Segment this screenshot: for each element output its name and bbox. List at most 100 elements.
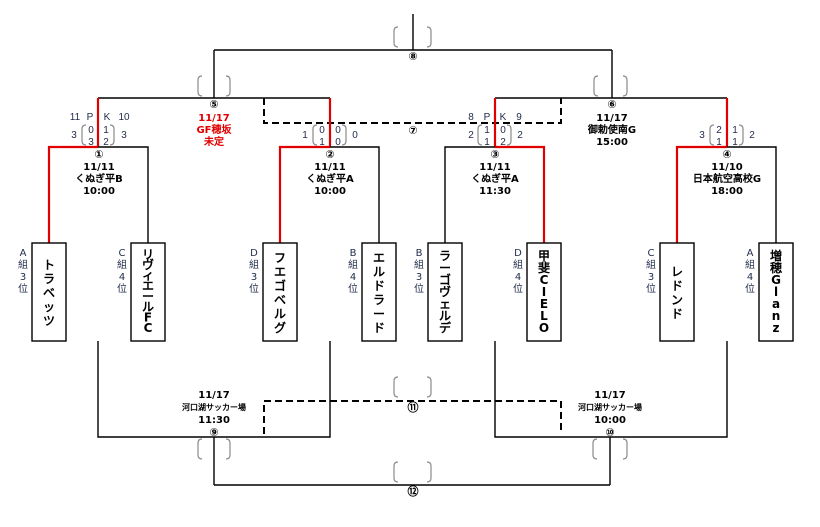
score-paren-left: [393, 26, 399, 48]
team-box: [526, 242, 562, 342]
group-rank-char: 組: [117, 258, 127, 271]
score-paren-right: [426, 376, 432, 398]
group-rank-char: 3: [648, 272, 654, 283]
team-name-char: ゴ: [439, 272, 451, 287]
score-paren-right: [738, 124, 744, 146]
match-number: ②: [325, 148, 334, 161]
match-venue: 河口湖サッカー場: [578, 402, 642, 412]
score-paren-right: [109, 124, 115, 146]
match-time: 10:00: [83, 186, 115, 197]
score-paren-left: [197, 75, 203, 97]
match-10: 11/17 河口湖サッカー場 10:00 ⑩: [494, 341, 728, 485]
match-number: ⑪: [408, 400, 419, 414]
match-venue: くぬぎ平A: [471, 172, 519, 185]
score-paren-right: [622, 75, 628, 97]
score-paren-right: [622, 438, 628, 460]
team-name-char: C: [540, 273, 549, 287]
group-rank-char: 組: [745, 258, 755, 271]
team-name-char: F: [144, 311, 152, 325]
match-6: ⑥ 11/17 御勅使南G 15:00: [493, 75, 729, 148]
total-right: 3: [121, 130, 127, 141]
match-12: ⑫: [214, 461, 610, 498]
group-rank-char: 位: [513, 282, 523, 295]
half1-right: 1: [732, 125, 738, 136]
match-number: ⑧: [408, 50, 417, 63]
match-number: ⑤: [209, 98, 218, 111]
team-name-char: ー: [373, 307, 385, 321]
team-name-char: リ: [142, 248, 154, 262]
team-box: [31, 242, 67, 342]
team-name-char: ド: [373, 321, 385, 335]
team-name-char: ド: [373, 279, 385, 293]
match-number: ⑨: [209, 426, 218, 439]
group-rank-char: C: [648, 248, 655, 259]
half2-right: 2: [500, 137, 506, 148]
half2-left: 1: [484, 137, 490, 148]
group-rank-char: 4: [119, 272, 125, 283]
match-date: 11/10: [711, 162, 743, 173]
half2-right: 2: [103, 137, 109, 148]
half2-right: 0: [335, 137, 341, 148]
team-box: [659, 242, 695, 342]
team-name-char: ー: [439, 261, 451, 275]
pk-label-p: P: [87, 112, 94, 123]
team-name-char: ゴ: [274, 278, 286, 293]
match-time: 11:30: [198, 415, 230, 426]
match-venue: 日本航空高校G: [693, 172, 761, 185]
match-time: 10:00: [594, 415, 626, 426]
match-venue: くぬぎ平A: [306, 172, 354, 185]
score-paren-right: [225, 75, 231, 97]
team-name-char: ヴ: [439, 284, 451, 299]
team-name-char: a: [772, 297, 780, 311]
group-rank-char: 位: [249, 282, 259, 295]
team-box: [130, 242, 166, 342]
group-rank-char: 位: [348, 282, 358, 295]
team-name-char: L: [540, 309, 548, 323]
group-rank-char: 組: [646, 258, 656, 271]
bracket-line-dashed: [263, 400, 562, 434]
match-1: 11 P K 10 3 0 3 1 2 3 ① 11/11 くぬぎ平B 10:0…: [47, 112, 149, 243]
group-rank-char: 位: [117, 282, 127, 295]
total-left: 3: [71, 130, 77, 141]
match-number: ④: [722, 148, 731, 161]
total-left: 3: [699, 130, 705, 141]
score-paren-right: [225, 438, 231, 460]
team-name-char: ベ: [43, 286, 55, 300]
team-name-char: グ: [274, 320, 286, 335]
match-venue: 河口湖サッカー場: [182, 402, 246, 412]
team-name-char: ラ: [373, 293, 385, 307]
match-date: 11/17: [596, 113, 628, 124]
team-name-char: ベ: [274, 293, 286, 307]
team-name-char: ェ: [439, 297, 451, 311]
match-7: ⑦: [263, 98, 562, 137]
match-time: 18:00: [711, 186, 743, 197]
half1-left: 1: [484, 125, 490, 136]
group-rank-char: D: [514, 248, 522, 259]
team-name-char: E: [540, 297, 548, 311]
team-name-char: フ: [274, 251, 286, 265]
bracket-line: [98, 146, 149, 243]
bracket-line: [727, 146, 777, 243]
bracket-line-dashed: [263, 98, 562, 124]
total-right: 2: [749, 130, 755, 141]
team-name-char: ル: [274, 307, 286, 321]
team-name-char: レ: [671, 265, 683, 279]
match-date: 11/17: [198, 390, 230, 401]
group-rank-char: A: [20, 248, 27, 259]
match-number: ⑦: [408, 124, 417, 137]
team-box: [758, 242, 794, 342]
score-paren-right: [426, 461, 432, 483]
